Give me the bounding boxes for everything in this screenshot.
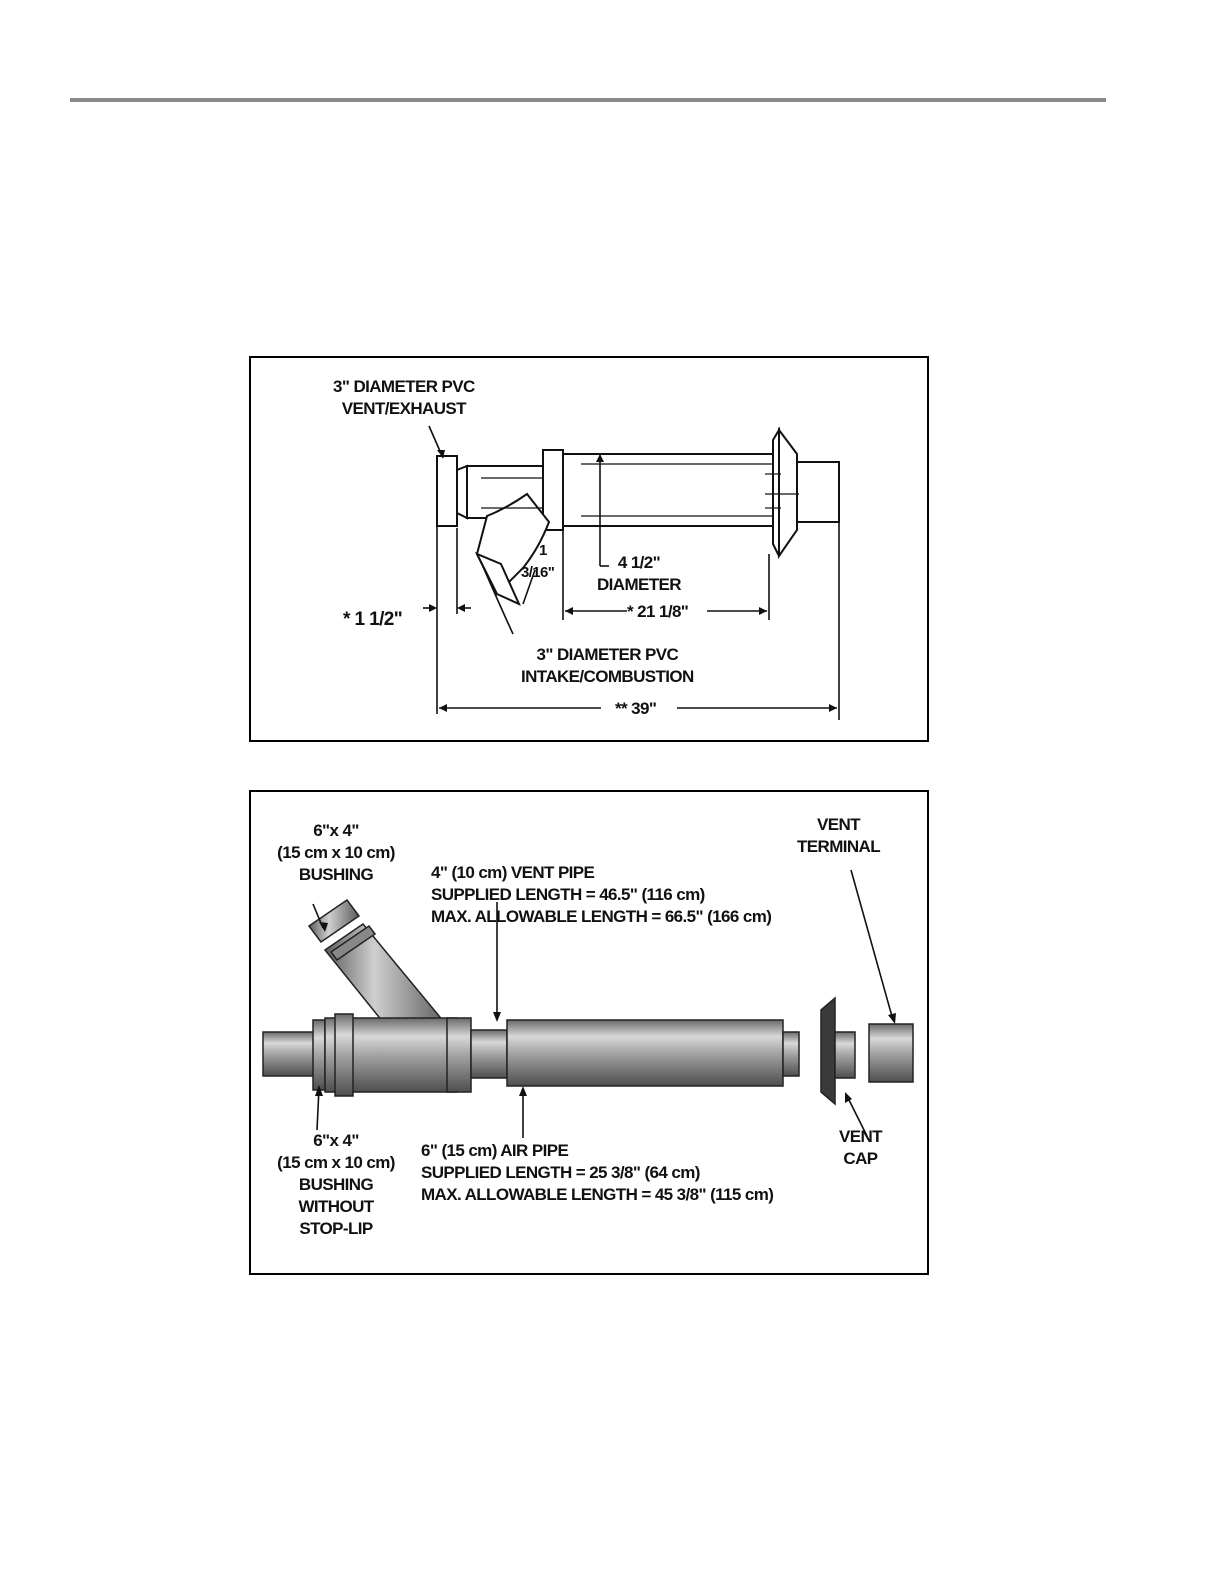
dim-21-1-8-label: * 21 1/8" — [627, 602, 689, 621]
top-bushing — [307, 898, 361, 944]
vent-cap-label: VENT CAP — [839, 1127, 883, 1168]
terminal-tube — [796, 461, 840, 523]
vent-terminal — [868, 1023, 914, 1083]
vent-pipe-section — [470, 1029, 508, 1079]
dim-1-3-16-num: 1 — [539, 542, 547, 559]
wye-ring-right — [446, 1017, 472, 1093]
intake-stub — [474, 552, 521, 607]
vent-cap-plate — [820, 996, 836, 1106]
vent-pipe-label: 4" (10 cm) VENT PIPE SUPPLIED LENGTH = 4… — [431, 863, 772, 926]
intake-combustion-label: 3" DIAMETER PVC INTAKE/COMBUSTION — [521, 645, 694, 686]
vent-exhaust-label: 3" DIAMETER PVC VENT/EXHAUST — [333, 377, 475, 418]
bushing-without-stop-lip — [312, 1019, 326, 1091]
vent-kit-components-diagram: 6"x 4" (15 cm x 10 cm) BUSHING 4" (10 cm… — [249, 790, 929, 1275]
wye-branch-ring — [329, 924, 377, 962]
air-pipe-label: 6" (15 cm) AIR PIPE SUPPLIED LENGTH = 25… — [421, 1141, 774, 1204]
dim-1-3-16-frac: 3/16" — [521, 564, 555, 581]
header-rule — [70, 98, 1106, 102]
exhaust-reducer — [456, 464, 468, 520]
vent-cap-neck — [834, 1031, 856, 1079]
vent-kit-components-drawing — [262, 869, 914, 1138]
leader-lines — [312, 869, 894, 1138]
left-pipe-stub — [262, 1031, 316, 1077]
exhaust-flange — [436, 455, 458, 527]
bushing-label: 6"x 4" (15 cm x 10 cm) BUSHING — [277, 821, 395, 884]
dim-1-1-2-label: * 1 1/2" — [343, 609, 403, 630]
vent-kit-drawing — [423, 425, 840, 720]
bushing-without-stop-lip-label: 6"x 4" (15 cm x 10 cm) BUSHING WITHOUT S… — [277, 1131, 395, 1238]
vent-kit-dimension-diagram: 3" DIAMETER PVC VENT/EXHAUST * 1 1/2" 1 … — [249, 356, 929, 742]
main-body — [562, 453, 774, 527]
arrowheads-bottom — [315, 922, 896, 1103]
vent-terminal-label: VENT TERMINAL — [797, 815, 881, 856]
arrowheads — [429, 450, 837, 712]
dim-39-label: ** 39" — [615, 699, 657, 718]
diameter-label: 4 1/2" DIAMETER — [597, 553, 682, 594]
air-pipe — [506, 1019, 784, 1087]
vent-pipe-end — [782, 1031, 800, 1077]
cap-cone — [778, 427, 798, 560]
wye-ring-left — [334, 1013, 354, 1097]
